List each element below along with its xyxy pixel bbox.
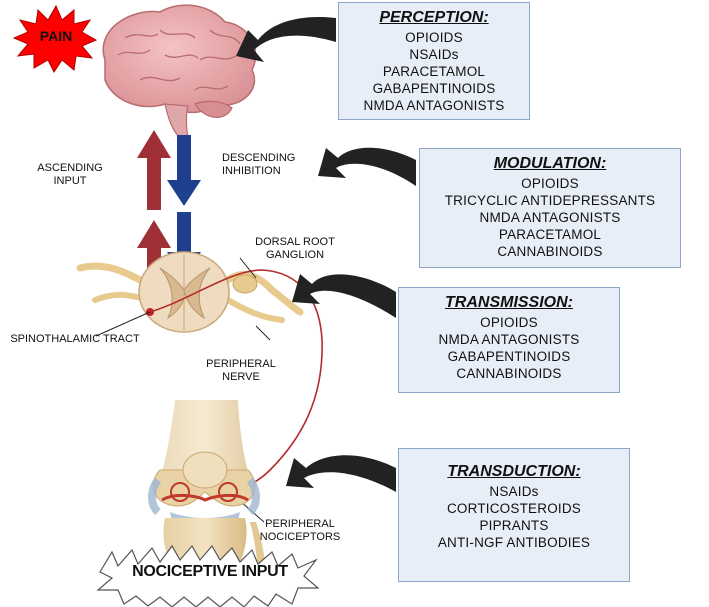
curved-arrow-perception xyxy=(236,16,336,63)
transmission-box: TRANSMISSION: OPIOIDS NMDA ANTAGONISTS G… xyxy=(398,287,620,393)
curved-arrow-transmission xyxy=(292,274,396,318)
perception-title: PERCEPTION: xyxy=(379,9,489,26)
perception-box: PERCEPTION: OPIOIDS NSAIDs PARACETAMOL G… xyxy=(338,2,530,120)
brain-icon xyxy=(102,4,257,139)
modulation-title: MODULATION: xyxy=(493,155,607,172)
perception-item: PARACETAMOL xyxy=(382,64,486,79)
perception-item: GABAPENTINOIDS xyxy=(372,81,496,96)
modulation-item: OPIOIDS xyxy=(521,176,579,191)
nociceptive-burst-icon xyxy=(96,544,320,607)
transduction-title: TRANSDUCTION: xyxy=(447,463,581,480)
spinothalamic-tract-label: SPINOTHALAMIC TRACT xyxy=(10,333,140,345)
peripheral-nerve-line xyxy=(149,269,323,493)
ascending-arrow-upper xyxy=(137,130,171,210)
knee-joint-icon xyxy=(148,400,266,580)
transmission-item: CANNABINOIDS xyxy=(456,366,562,381)
modulation-item: CANNABINOIDS xyxy=(497,244,603,259)
transduction-box: TRANSDUCTION: NSAIDs CORTICOSTEROIDS PIP… xyxy=(398,448,630,582)
spinal-cord-icon xyxy=(76,251,304,333)
modulation-box: MODULATION: OPIOIDS TRICYCLIC ANTIDEPRES… xyxy=(419,148,681,268)
transmission-item: OPIOIDS xyxy=(480,315,538,330)
pain-burst-icon xyxy=(12,4,98,73)
curved-arrow-transduction xyxy=(286,455,396,492)
pain-label: PAIN xyxy=(39,28,73,44)
modulation-item: PARACETAMOL xyxy=(498,227,602,242)
dorsal-root-ganglion-label: DORSAL ROOT GANGLION xyxy=(255,236,335,261)
peripheral-nociceptors-label: PERIPHERAL NOCICEPTORS xyxy=(259,518,341,543)
transmission-item: GABAPENTINOIDS xyxy=(447,349,571,364)
transduction-item: CORTICOSTEROIDS xyxy=(446,501,581,516)
ascending-input-label: ASCENDING INPUT xyxy=(37,162,103,187)
transmission-title: TRANSMISSION: xyxy=(445,294,573,311)
nociceptive-input-label: NOCICEPTIVE INPUT xyxy=(132,563,288,580)
perception-item: OPIOIDS xyxy=(405,30,463,45)
descending-arrow-upper xyxy=(167,135,201,206)
descending-inhibition-label: DESCENDING INHIBITION xyxy=(222,152,296,177)
transmission-item: NMDA ANTAGONISTS xyxy=(438,332,580,347)
perception-item: NMDA ANTAGONISTS xyxy=(363,98,505,113)
peripheral-nerve-label: PERIPHERAL NERVE xyxy=(206,358,276,383)
transduction-item: ANTI-NGF ANTIBODIES xyxy=(437,535,591,550)
transduction-item: PIPRANTS xyxy=(479,518,549,533)
modulation-item: NMDA ANTAGONISTS xyxy=(479,210,621,225)
perception-item: NSAIDs xyxy=(409,47,459,62)
modulation-item: TRICYCLIC ANTIDEPRESSANTS xyxy=(444,193,656,208)
transduction-item: NSAIDs xyxy=(489,484,539,499)
curved-arrow-modulation xyxy=(318,147,416,186)
